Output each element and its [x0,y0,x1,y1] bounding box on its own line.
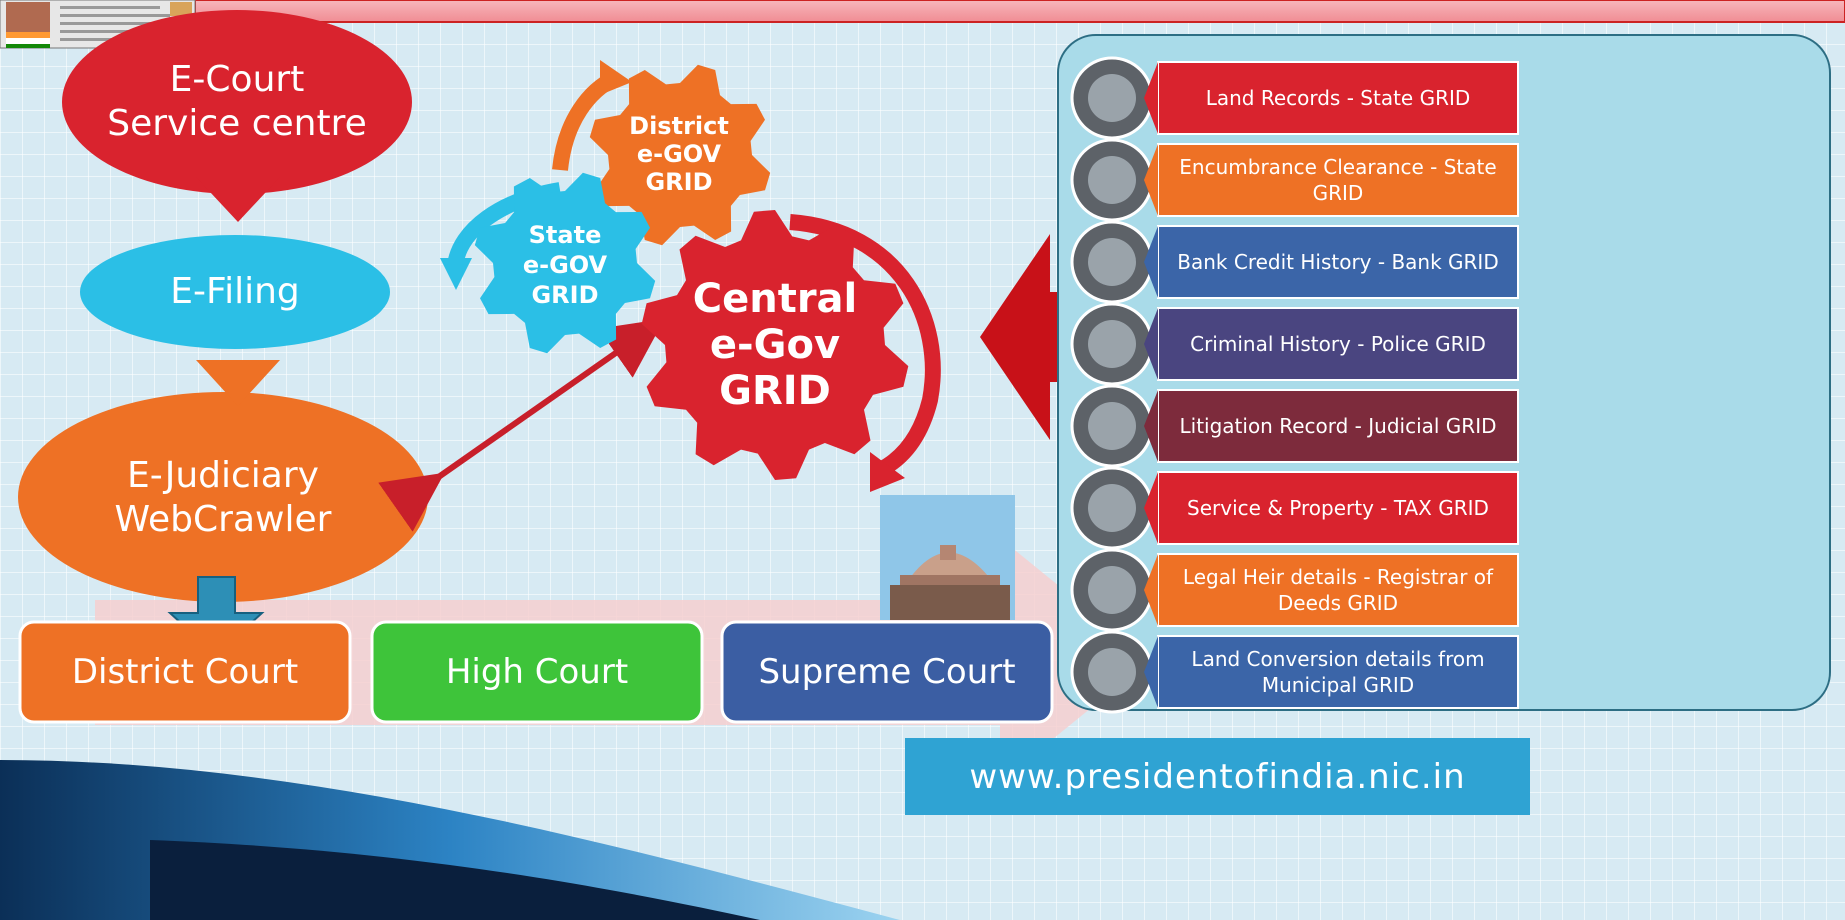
panel-item-label: Bank Credit History - Bank GRID [1177,250,1499,274]
district-court-label: District Court [71,652,299,692]
panel-input-arrow [980,234,1070,440]
panel-item-box [1157,61,1519,135]
panel-item-box [1157,635,1519,709]
panel-item-box [1157,471,1519,545]
panel-photo-inner [1088,238,1136,286]
supreme-court-photo [880,495,1015,620]
panel-item-label: Litigation Record - Judicial GRID [1179,414,1497,438]
panel-photo-inner [1088,484,1136,532]
flow-arrow-orange [196,360,280,406]
panel-item-tip [1144,308,1158,380]
decorative-swoosh-dark [150,840,760,920]
panel-photo-inner [1088,74,1136,122]
central-gear [641,210,909,480]
panel-item-box [1157,143,1519,217]
panel-item-tip [1144,472,1158,544]
cyan-curve-arrowhead [440,258,472,290]
panel-item-label: Land Records - State GRID [1205,86,1471,110]
ejudiciary-oval [18,392,428,602]
state-gear-label: State e-GOV GRID [522,221,608,309]
panel-item-tip [1144,554,1158,626]
ecourt-label: E-Court Service centre [107,59,367,144]
panel-photo-inner [1088,566,1136,614]
high-court-label: High Court [445,652,629,692]
efiling-oval [80,235,390,349]
district-gear [589,64,771,246]
high-court-box [370,620,704,724]
supreme-court-label: Supreme Court [758,652,1016,692]
efiling-label: E-Filing [170,271,300,312]
panel-item-label: Criminal History - Police GRID [1190,332,1486,356]
link-arrow [378,318,665,532]
panel-item-label: Legal Heir details - Registrar of Deeds … [1182,565,1494,615]
panel-item-label: Encumbrance Clearance - State GRID [1179,155,1497,205]
ecourt-oval [62,10,412,194]
panel-item-tip [1144,390,1158,462]
panel-item-label: Service & Property - TAX GRID [1187,496,1489,520]
panel-photo-inner [1088,648,1136,696]
red-curve-arrow [789,214,941,478]
panel-item-label: Land Conversion details from Municipal G… [1191,647,1485,697]
gear-state-shape [474,172,656,354]
panel-item-box [1157,307,1519,381]
website-box [905,738,1530,815]
red-curve-arrowhead [870,452,905,492]
panel-photo-inner [1088,402,1136,450]
panel-item-box [1157,389,1519,463]
district-gear-label: District e-GOV GRID [629,112,729,196]
panel-item-tip [1144,144,1158,216]
panel-item-tip [1144,636,1158,708]
website-url: www.presidentofindia.nic.in [969,756,1466,797]
panel-photo-inner [1088,320,1136,368]
panel-photo-inner [1088,156,1136,204]
panel-item-tip [1144,62,1158,134]
flow-arrow-red [196,177,280,222]
panel-item-tip [1144,226,1158,298]
orange-curve-arrowhead [600,60,632,95]
gear-district-shape [589,64,771,246]
state-gear [474,172,656,354]
district-court-box [18,620,352,724]
supreme-court-box [720,620,1054,724]
panel-item-box [1157,553,1519,627]
top-banner [194,0,1845,23]
gear-central-shape [641,210,909,480]
ejudiciary-label: E-Judiciary WebCrawler [114,455,332,540]
central-gear-label: Central e-Gov GRID [692,276,858,414]
